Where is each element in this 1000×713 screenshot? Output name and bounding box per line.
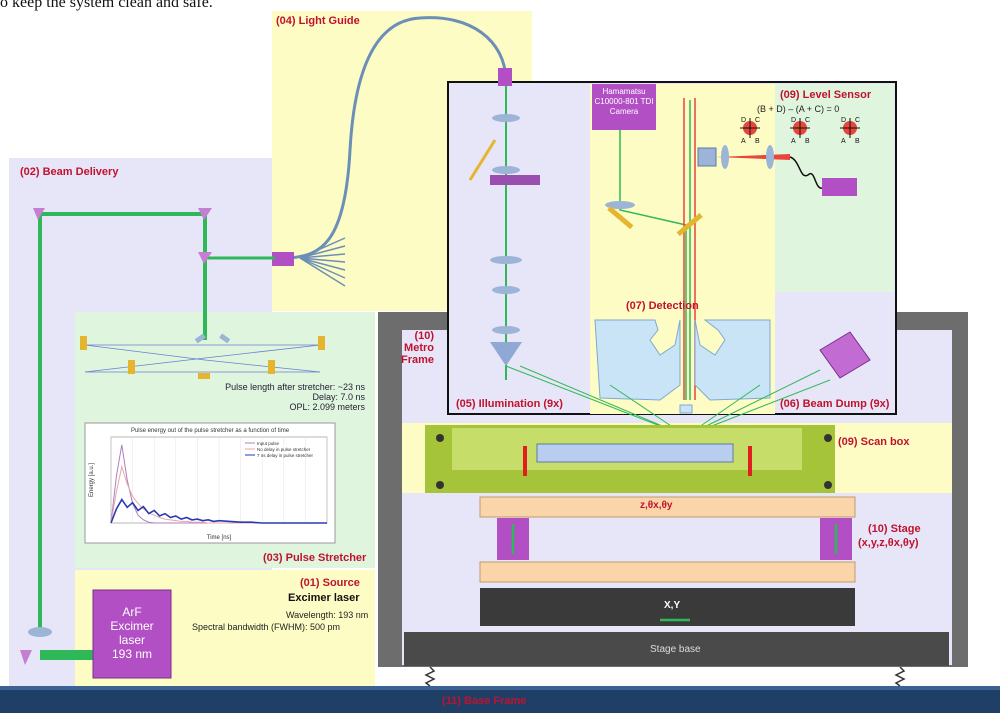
sample-point	[680, 405, 692, 413]
quadrant-letter: C	[805, 117, 810, 124]
stage-base-label: Stage base	[650, 644, 701, 655]
level-sensor-lens-2	[766, 145, 774, 169]
level-sensor-cube	[698, 148, 716, 166]
illumination-label: (05) Illumination (9x)	[456, 398, 563, 410]
pulse-info: Pulse length after stretcher: ~23 ns Del…	[195, 382, 365, 412]
pulse-info-line: OPL: 2.099 meters	[195, 402, 365, 412]
quadrant-letter: B	[755, 138, 760, 145]
chart-title: Pulse energy out of the pulse stretcher …	[131, 428, 290, 434]
z-axes-label: z,θx,θy	[640, 500, 673, 511]
stage-plate-bottom	[480, 562, 855, 582]
fiber-coupler	[272, 252, 294, 266]
laser-box-label: ArF Excimer laser 193 nm	[93, 605, 171, 661]
stretcher-mirror-4	[268, 360, 275, 374]
stage-axes-label: (x,y,z,θx,θy)	[858, 537, 919, 549]
laser-line: ArF	[93, 605, 171, 619]
chart-legend-entry: No delay in pulse stretcher	[257, 447, 311, 452]
fiber-output	[498, 68, 512, 86]
quadrant-letter: D	[841, 117, 846, 124]
quadrant-letter: A	[791, 138, 796, 145]
chart-legend-entry: Input pulse	[257, 441, 280, 446]
quadrant-letter: B	[805, 138, 810, 145]
quadrant-letter: C	[755, 117, 760, 124]
quadrant-letter: D	[741, 117, 746, 124]
pulse-stretcher-label: (03) Pulse Stretcher	[263, 552, 366, 564]
level-sensor-equation: (B + D) – (A + C) = 0	[757, 104, 839, 114]
quadrant-letter: C	[855, 117, 860, 124]
laser-line: Excimer	[93, 619, 171, 633]
excimer-label: Excimer laser	[288, 592, 360, 604]
beam-lens	[28, 627, 52, 637]
stretcher-mirror-3	[128, 360, 135, 374]
quadrant-letter: A	[741, 138, 746, 145]
quadrant-letter: D	[791, 117, 796, 124]
spring-right	[896, 667, 904, 686]
stretcher-mirror-2	[318, 336, 325, 350]
base-frame-label: (11) Base Frame	[442, 695, 526, 707]
inset-chart: Pulse energy out of the pulse stretcher …	[85, 423, 335, 543]
xy-label: X,Y	[664, 600, 680, 611]
stretcher-output-mirror	[198, 373, 210, 379]
laser-line: laser	[93, 633, 171, 647]
wavelength-label: Wavelength: 193 nm	[286, 610, 368, 620]
scan-box-label: (09) Scan box	[838, 436, 910, 448]
stretcher-mirror-1	[80, 336, 87, 350]
beam-dump-label: (06) Beam Dump (9x)	[780, 398, 889, 410]
scan-box	[425, 425, 835, 493]
light-guide-label: (04) Light Guide	[276, 15, 360, 27]
chart-xlabel: Time [ns]	[207, 535, 232, 541]
stage-label: (10) Stage	[868, 523, 921, 535]
level-sensor-lens	[721, 145, 729, 169]
detection-label: (07) Detection	[626, 300, 699, 312]
level-sensor-label: (09) Level Sensor	[780, 89, 871, 101]
pulse-info-line: Pulse length after stretcher: ~23 ns	[195, 382, 365, 392]
chart-legend-entry: 7 ns delay in pulse stretcher	[257, 453, 314, 458]
laser-line: 193 nm	[93, 647, 171, 661]
quadrant-letter: B	[855, 138, 860, 145]
chart-frame	[85, 423, 335, 543]
bandwidth-label: Spectral bandwidth (FWHM): 500 pm	[192, 622, 340, 632]
beam-delivery-label: (02) Beam Delivery	[20, 166, 118, 178]
spring-left	[426, 667, 434, 686]
source-label: (01) Source	[300, 577, 360, 589]
camera-label: Hamamatsu C10000-801 TDI Camera	[594, 87, 654, 117]
metro-frame-label: (10) Metro Frame	[384, 330, 434, 366]
chart-ylabel: Energy [a.u.]	[89, 463, 95, 497]
quadrant-letter: A	[841, 138, 846, 145]
level-sensor-source	[822, 178, 857, 196]
pulse-info-line: Delay: 7.0 ns	[195, 392, 365, 402]
base-frame-highlight	[0, 686, 1000, 690]
